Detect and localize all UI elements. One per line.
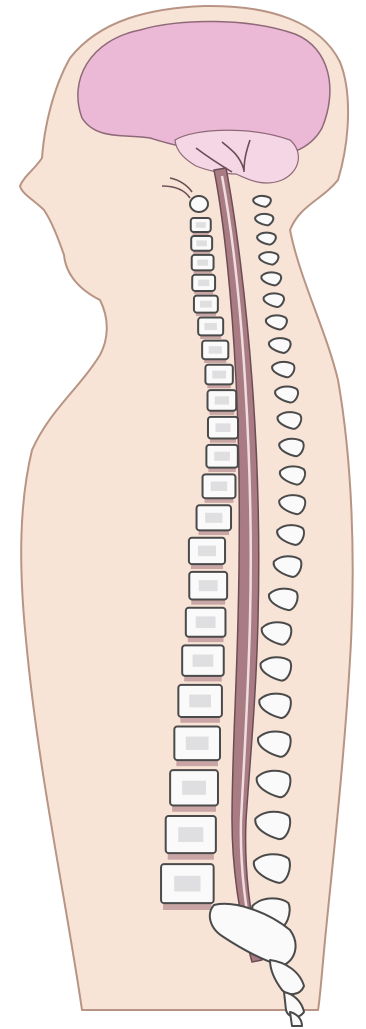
- vertebral-body-shade: [214, 452, 230, 461]
- vertebral-body-shade: [193, 655, 214, 667]
- vertebral-body-shade: [200, 301, 212, 308]
- vertebral-body-shade: [209, 346, 222, 353]
- vertebral-body-shade: [204, 323, 217, 330]
- atlas-vertebra: [190, 196, 208, 212]
- vertebral-body-shade: [186, 737, 209, 750]
- vertebral-body-shade: [198, 546, 216, 557]
- vertebral-body-shade: [215, 423, 230, 432]
- vertebral-body-shade: [196, 222, 206, 228]
- vertebral-body-shade: [215, 396, 229, 404]
- vertebral-body-shade: [196, 616, 216, 628]
- vertebral-body-shade: [197, 260, 208, 266]
- vertebral-body-shade: [189, 695, 211, 708]
- vertebral-body-shade: [182, 781, 206, 795]
- vertebral-body-shade: [196, 240, 206, 246]
- vertebral-body-shade: [198, 280, 209, 286]
- vertebral-body-shade: [199, 580, 218, 591]
- vertebral-body-shade: [211, 481, 227, 491]
- vertebral-body-shade: [205, 513, 222, 523]
- vertebral-body-shade: [212, 371, 226, 379]
- vertebral-body-shade: [178, 827, 203, 842]
- vertebral-body-shade: [174, 876, 200, 892]
